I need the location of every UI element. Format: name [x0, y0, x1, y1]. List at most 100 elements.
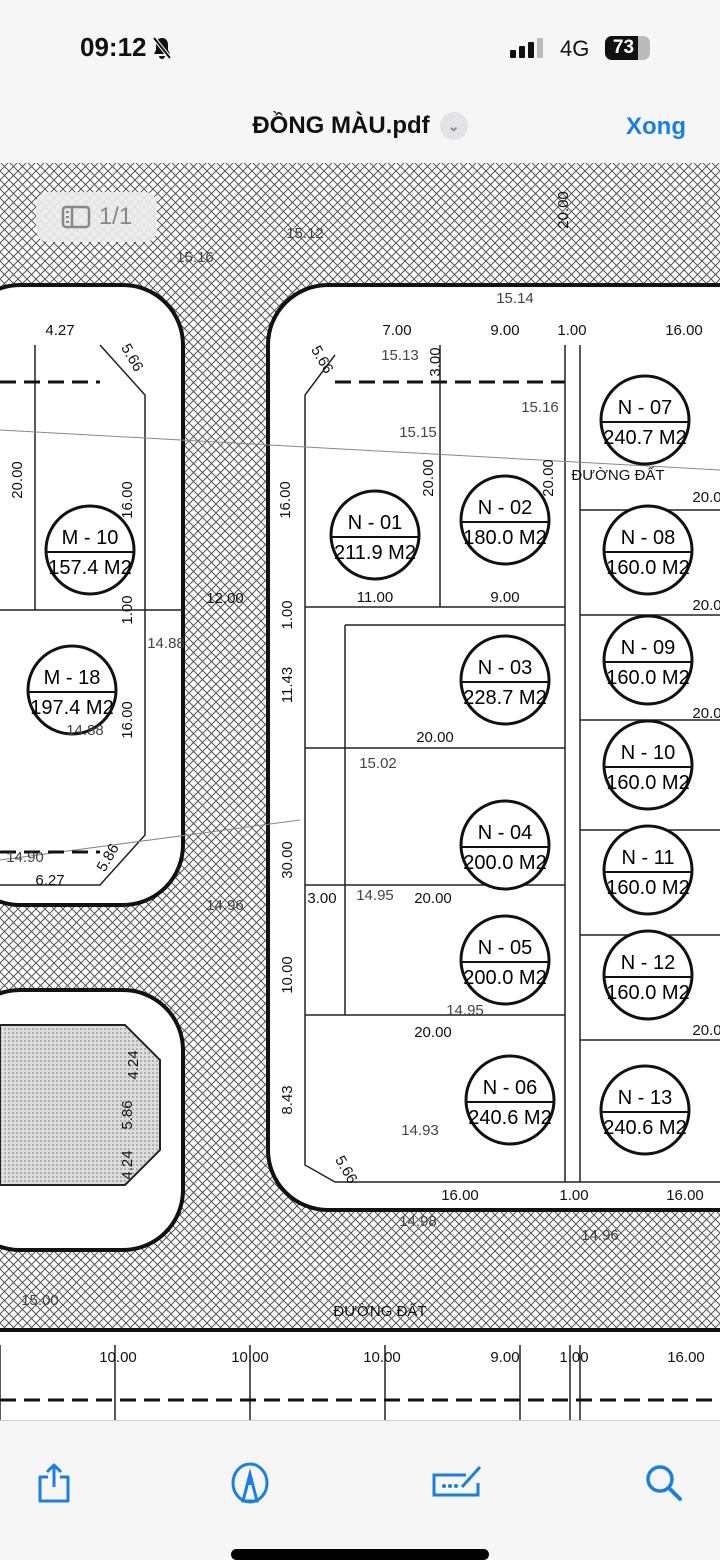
lot-id: N - 09: [621, 637, 675, 659]
lot-circle: [459, 799, 551, 891]
lot-circle: [602, 504, 694, 596]
dimension-label: 6.27: [35, 872, 64, 889]
elevation-label: 15.02: [359, 755, 397, 772]
time-text: 09:12: [80, 32, 147, 62]
title-text: ĐỒNG MÀU.pdf: [252, 112, 430, 139]
dimension-label: 11.00: [357, 589, 393, 606]
status-bar: 09:12 4G 73: [0, 0, 720, 95]
dimension-label: 20.00: [414, 1024, 452, 1041]
sidebar-icon: [61, 205, 91, 229]
dimension-label: 1.00: [119, 595, 136, 624]
dimension-label: 10.00: [363, 1349, 401, 1366]
dimension-label: 9.00: [490, 589, 519, 606]
markup-icon[interactable]: [228, 1461, 272, 1505]
dimension-label: 16.00: [667, 1349, 705, 1366]
lot-id: N - 03: [478, 657, 532, 679]
lot-circle: [602, 929, 694, 1021]
search-icon[interactable]: [642, 1461, 686, 1505]
dimension-label: 1.00: [557, 322, 586, 339]
lot-area: 160.0 M2: [606, 667, 689, 689]
battery-icon: 73: [605, 36, 650, 60]
lot-area: 240.7 M2: [603, 427, 686, 449]
block-bottom: [0, 1328, 720, 1420]
elevation-label: 14.93: [401, 1122, 439, 1139]
dimension-label: 4.24: [125, 1050, 142, 1079]
lot-area: 240.6 M2: [603, 1117, 686, 1139]
home-indicator[interactable]: [231, 1549, 489, 1560]
dimension-label: 8.43: [279, 1085, 296, 1114]
dimension-label: 5.86: [119, 1100, 136, 1129]
lot-area: 197.4 M2: [30, 697, 113, 719]
dimension-label: 10.00: [231, 1349, 269, 1366]
lot-marker: N - 09 160.0 M2: [602, 614, 694, 706]
lot-id: N - 12: [621, 952, 675, 974]
network-type: 4G: [560, 36, 590, 61]
dimension-label: 20.00: [416, 729, 454, 746]
dimension-label: 16.00: [119, 481, 136, 519]
elevation-label: 15.14: [496, 290, 534, 307]
dimension-label: 16.00: [119, 701, 136, 739]
dimension-label: 1.00: [559, 1187, 588, 1204]
dimension-label: 1.00: [279, 600, 296, 629]
elevation-label: 14.96: [206, 897, 244, 914]
chevron-down-icon[interactable]: ⌄: [439, 112, 468, 140]
dimension-label: 20.00: [414, 890, 452, 907]
dimension-label: 11.43: [279, 667, 296, 703]
lot-id: N - 02: [478, 497, 532, 519]
done-button[interactable]: Xong: [626, 113, 686, 140]
dimension-label: 20.00: [540, 459, 557, 497]
elevation-label: 15.12: [286, 225, 324, 242]
lot-area: 160.0 M2: [606, 557, 689, 579]
road-label: ĐƯỜNG ĐẤT: [333, 1303, 426, 1320]
dimension-label: 1.00: [559, 1349, 588, 1366]
lot-circle: [329, 489, 421, 581]
dimension-label: 20.00: [555, 191, 572, 229]
lot-id: M - 10: [62, 527, 119, 549]
signature-icon[interactable]: [430, 1461, 486, 1505]
elevation-label: 15.15: [399, 424, 437, 441]
dimension-label: 20.0: [692, 597, 720, 614]
lot-id: N - 04: [478, 822, 532, 844]
lot-id: N - 13: [618, 1087, 672, 1109]
dimension-label: 30.00: [279, 841, 296, 879]
lot-id: N - 01: [348, 512, 402, 534]
road-label-2: ĐƯỜNG ĐẤT: [571, 467, 664, 484]
lot-area: 180.0 M2: [463, 527, 546, 549]
document-title[interactable]: ĐỒNG MÀU.pdf ⌄: [0, 112, 720, 140]
bell-slash-icon: [151, 36, 172, 59]
dimension-label: 16.00: [441, 1187, 479, 1204]
elevation-label: 14.88: [147, 635, 185, 652]
dimension-label: 20.0: [692, 1022, 720, 1039]
lot-id: N - 11: [622, 847, 675, 869]
dimension-label: 4.27: [45, 322, 74, 339]
lot-marker: N - 02 180.0 M2: [459, 474, 551, 566]
bottom-toolbar: [0, 1420, 720, 1560]
lot-id: N - 05: [478, 937, 532, 959]
dimension-label: 20.0: [692, 489, 720, 506]
lot-lines: [0, 344, 720, 1420]
elevation-label: 14.96: [581, 1227, 619, 1244]
dimension-label: 12.00: [206, 590, 244, 607]
lot-marker: N - 13 240.6 M2: [599, 1064, 691, 1156]
lot-area: 211.9 M2: [334, 542, 416, 564]
lot-marker: N - 01 211.9 M2: [329, 489, 421, 581]
nav-bar: ĐỒNG MÀU.pdf ⌄ Xong: [0, 95, 720, 163]
dimension-label: 20.0: [692, 705, 720, 722]
lot-circle: [599, 1064, 691, 1156]
page-count: 1/1: [98, 203, 133, 230]
lot-id: N - 07: [618, 397, 672, 419]
page-indicator[interactable]: 1/1: [36, 192, 157, 242]
lot-circle: [602, 719, 694, 811]
dimension-label: 3.00: [307, 890, 336, 907]
lot-circle: [459, 474, 551, 566]
dimension-label: 16.00: [666, 1187, 704, 1204]
share-icon[interactable]: [32, 1461, 76, 1505]
lot-area: 200.0 M2: [463, 967, 546, 989]
